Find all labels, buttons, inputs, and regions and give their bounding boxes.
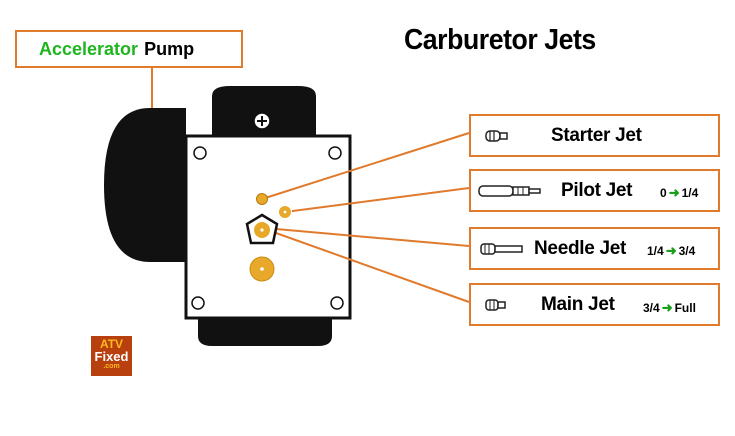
starter-jet	[256, 193, 268, 205]
pilot-jet-icon	[478, 185, 541, 197]
logo-line-2: Fixed	[94, 349, 129, 364]
pilot-jet-name: Pilot Jet	[561, 180, 633, 201]
needle-jet-leader	[275, 228, 470, 247]
main-jet-leader	[275, 232, 470, 303]
needle-jet-center	[260, 228, 264, 232]
mounting-hole	[330, 296, 344, 310]
main-jet-name: Main Jet	[541, 294, 615, 315]
logo-line-1: ATV	[99, 337, 124, 351]
needle-jet-name: Needle Jet	[534, 238, 627, 259]
page-title: Carburetor Jets	[404, 24, 596, 56]
main-jet-range: 3/4 ➜ Full	[643, 300, 696, 316]
accelerator-pump-body	[104, 108, 186, 262]
range-to: 1/4	[681, 186, 699, 200]
starter-jet-icon	[485, 130, 508, 142]
float-bowl	[198, 318, 332, 346]
range-from: 3/4	[643, 301, 660, 315]
top-cap	[212, 86, 316, 136]
needle-jet-range: 1/4 ➜ 3/4	[647, 243, 695, 259]
starter-jet-leader	[261, 132, 470, 200]
range-to: Full	[674, 301, 696, 315]
main-jet-label: Main Jet 3/4 ➜ Full	[469, 283, 720, 326]
range-to: 3/4	[678, 244, 696, 258]
arrow-right-icon: ➜	[661, 300, 673, 315]
starter-jet-label: Starter Jet	[469, 114, 720, 157]
arrow-right-icon: ➜	[665, 243, 677, 258]
pilot-jet-label: Pilot Jet 0 ➜ 1/4	[469, 169, 720, 212]
arrow-right-icon: ➜	[668, 185, 680, 200]
range-from: 1/4	[647, 244, 664, 258]
atvfixed-logo: ATV Fixed .com	[91, 336, 132, 376]
accelerator-pump-label: Accelerator Pump	[15, 30, 243, 68]
main-jet-center	[260, 267, 264, 271]
mounting-hole	[193, 146, 207, 160]
pilot-jet-range: 0 ➜ 1/4	[660, 185, 698, 201]
needle-jet-icon	[480, 243, 523, 255]
logo-line-3: .com	[103, 363, 120, 370]
starter-jet-name: Starter Jet	[551, 125, 642, 146]
main-jet-icon	[485, 299, 506, 311]
pilot-jet-center	[283, 210, 287, 214]
mounting-hole	[328, 146, 342, 160]
accelerator-word: Accelerator	[39, 38, 139, 59]
mounting-hole	[191, 296, 205, 310]
pump-word: Pump	[144, 38, 195, 59]
needle-jet-label: Needle Jet 1/4 ➜ 3/4	[469, 227, 720, 270]
pilot-jet-leader	[284, 187, 470, 213]
range-from: 0	[660, 186, 667, 200]
